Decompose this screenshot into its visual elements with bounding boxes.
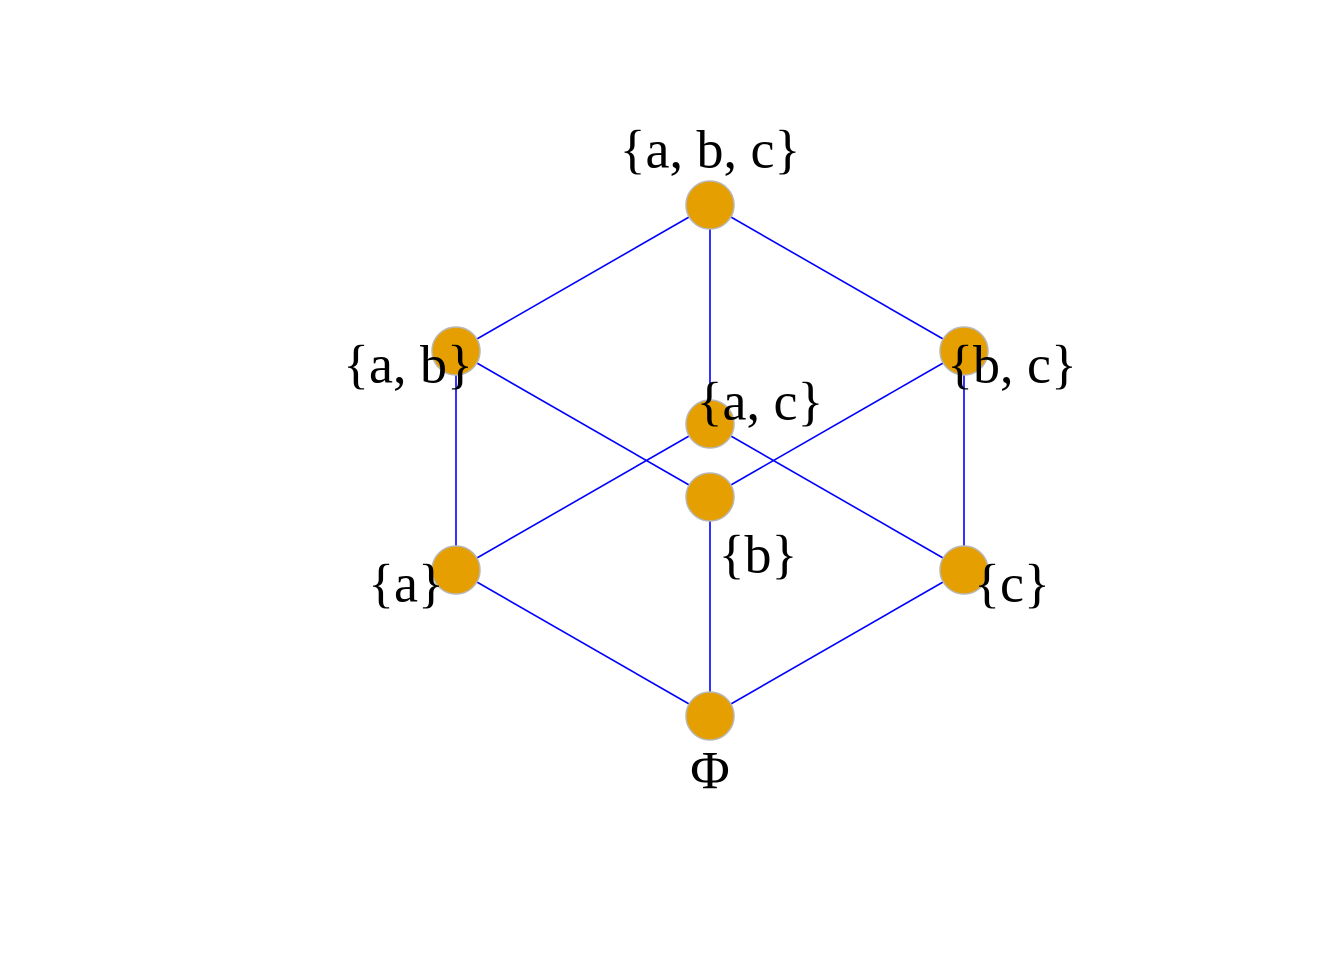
label-empty: Φ	[690, 740, 729, 800]
node-ab	[431, 326, 481, 376]
node-bc	[939, 326, 989, 376]
label-c: {c}	[974, 553, 1050, 613]
label-ac: {a, c}	[697, 371, 824, 431]
edge-a-empty	[455, 569, 711, 717]
label-abc: {a, b, c}	[620, 119, 801, 179]
node-ac	[685, 399, 735, 449]
edge-abc-bc	[709, 204, 965, 352]
label-a: {a}	[368, 553, 444, 613]
lattice-nodes	[431, 180, 989, 741]
label-bc: {b, c}	[947, 334, 1077, 394]
edge-ac-a	[455, 423, 711, 571]
node-c	[939, 545, 989, 595]
lattice-labels: {a, b, c} {a, b} {b, c} {a, c} {b} {a} {c} Φ	[343, 119, 1077, 800]
node-b	[685, 472, 735, 522]
edge-ab-b	[455, 350, 711, 498]
edge-ac-c	[709, 423, 965, 571]
node-empty	[685, 691, 735, 741]
node-a	[431, 545, 481, 595]
lattice-edges	[455, 204, 965, 717]
edge-bc-b	[709, 350, 965, 498]
label-ab: {a, b}	[343, 334, 473, 394]
edge-abc-ab	[455, 204, 711, 352]
label-b: {b}	[719, 524, 798, 584]
edge-c-empty	[709, 569, 965, 717]
node-abc	[685, 180, 735, 230]
